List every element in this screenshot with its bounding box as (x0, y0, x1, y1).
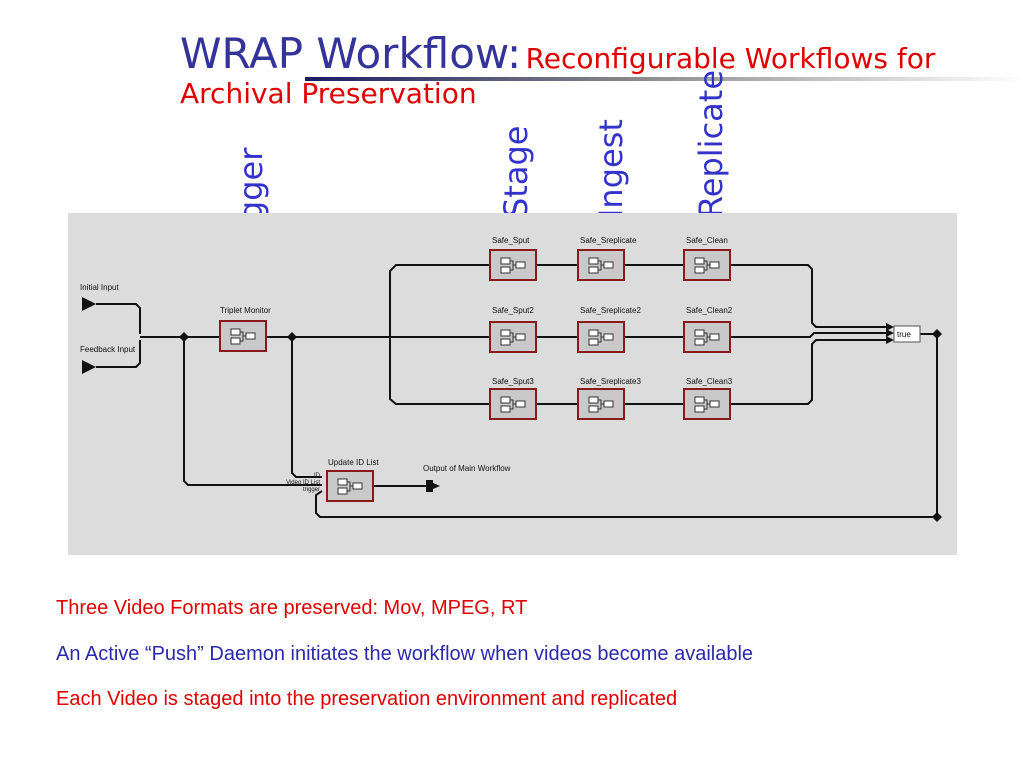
actor-safe-sput[interactable]: Safe_Sput (489, 236, 537, 281)
actor-update-id-list[interactable]: Update ID List ID Video ID List trigger (286, 458, 379, 502)
note-push-daemon: An Active “Push” Daemon initiates the wo… (56, 643, 754, 665)
actor-label: Triplet Monitor (220, 306, 271, 315)
actor-label: Safe_Sreplicate3 (580, 377, 641, 386)
title-subtitle-line1: Reconfigurable Workflows for (525, 42, 936, 75)
boolean-label: true (897, 330, 911, 339)
port-id-label: ID (314, 473, 321, 479)
title-main: WRAP Workflow: (180, 29, 522, 78)
actor-triplet-monitor[interactable]: Triplet Monitor (219, 306, 271, 352)
initial-input-port[interactable]: Initial Input (80, 283, 119, 311)
output-label: Output of Main Workflow (423, 464, 511, 473)
actor-safe-sreplicate3[interactable]: Safe_Sreplicate3 (577, 377, 641, 420)
actor-safe-sreplicate[interactable]: Safe_Sreplicate (577, 236, 637, 281)
label-replicate: Replicate (692, 69, 730, 218)
actor-safe-sput3[interactable]: Safe_Sput3 (489, 377, 537, 420)
note-formats: Three Video Formats are preserved: Mov, … (56, 597, 528, 619)
label-stage: Stage (497, 125, 535, 218)
actor-label: Update ID List (328, 458, 379, 467)
workflow-canvas: Initial Input Feedback Input Output of M… (68, 213, 957, 555)
port-video-id-list-label: Video ID List (286, 480, 320, 486)
actor-label: Safe_Clean2 (686, 306, 733, 315)
actor-label: Safe_Sput (492, 236, 530, 245)
actor-label: Safe_Sput3 (492, 377, 534, 386)
input-arrowheads (886, 323, 894, 344)
title-underline (305, 77, 1024, 81)
actor-label: Safe_Clean3 (686, 377, 733, 386)
actor-boolean-true[interactable]: true (893, 325, 921, 343)
feedback-input-port[interactable]: Feedback Input (80, 345, 136, 374)
actor-label: Safe_Clean (686, 236, 728, 245)
actor-safe-sreplicate2[interactable]: Safe_Sreplicate2 (577, 306, 641, 353)
actor-safe-clean3[interactable]: Safe_Clean3 (683, 377, 733, 420)
actor-safe-clean[interactable]: Safe_Clean (683, 236, 731, 281)
feedback-input-label: Feedback Input (80, 345, 136, 354)
note-staging: Each Video is staged into the preservati… (56, 688, 678, 710)
workflow-diagram: Initial Input Feedback Input Output of M… (80, 236, 942, 522)
actor-label: Safe_Sreplicate2 (580, 306, 641, 315)
output-port[interactable]: Output of Main Workflow (423, 464, 511, 492)
actor-label: Safe_Sput2 (492, 306, 534, 315)
actor-safe-sput2[interactable]: Safe_Sput2 (489, 306, 537, 353)
actor-safe-clean2[interactable]: Safe_Clean2 (683, 306, 733, 353)
initial-input-label: Initial Input (80, 283, 119, 292)
connection-lines (96, 264, 938, 518)
relation-junctions (179, 329, 942, 522)
actor-label: Safe_Sreplicate (580, 236, 637, 245)
port-trigger-label: trigger (303, 487, 320, 493)
title-subtitle-line2: Archival Preservation (180, 77, 477, 111)
slide-title: WRAP Workflow: Reconfigurable Workflows … (180, 29, 1000, 111)
label-ingest: Ingest (592, 119, 630, 218)
